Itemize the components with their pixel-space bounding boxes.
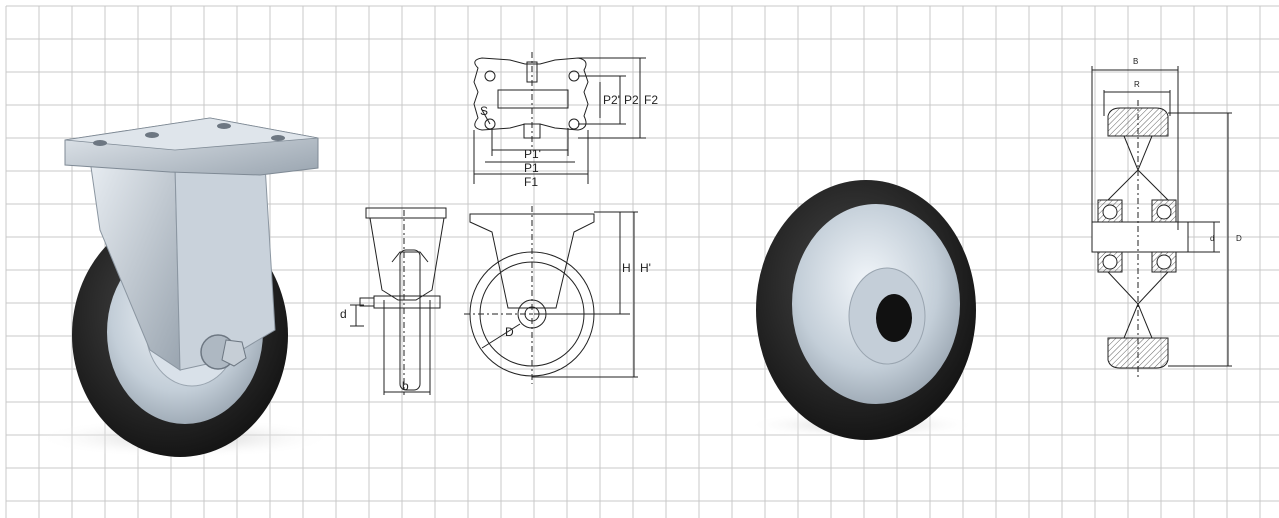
wheel-section [1091,66,1232,378]
label-d-section: d [1210,234,1214,243]
label-p1: P1 [524,161,539,175]
label-R: R [1134,80,1140,89]
label-d: d [340,307,347,321]
label-p2: P2 [624,93,639,107]
label-f1: F1 [524,175,538,189]
label-h: H [622,261,631,275]
label-D: D [505,325,514,339]
rubber-wheel-icon [747,180,977,440]
side-view [464,206,638,384]
rigid-caster-icon [35,117,335,458]
label-h-prime: H' [640,261,651,275]
label-p1-prime: P1' [524,147,541,161]
wheel-section-labels: B R d D [1133,57,1242,243]
front-view [350,207,447,395]
label-B: B [1133,57,1138,66]
label-s: S [480,104,488,118]
top-plate-view [473,52,646,184]
top-plate-labels: S P2' P2 F2 P1' P1 F1 [480,93,658,189]
label-b: b [402,379,409,393]
side-view-labels: H H' D [505,261,651,339]
label-p2-prime: P2' [603,93,620,107]
background-grid [5,5,1279,518]
label-D-section: D [1236,234,1242,243]
label-f2: F2 [644,93,658,107]
front-view-labels: d b [340,307,409,393]
